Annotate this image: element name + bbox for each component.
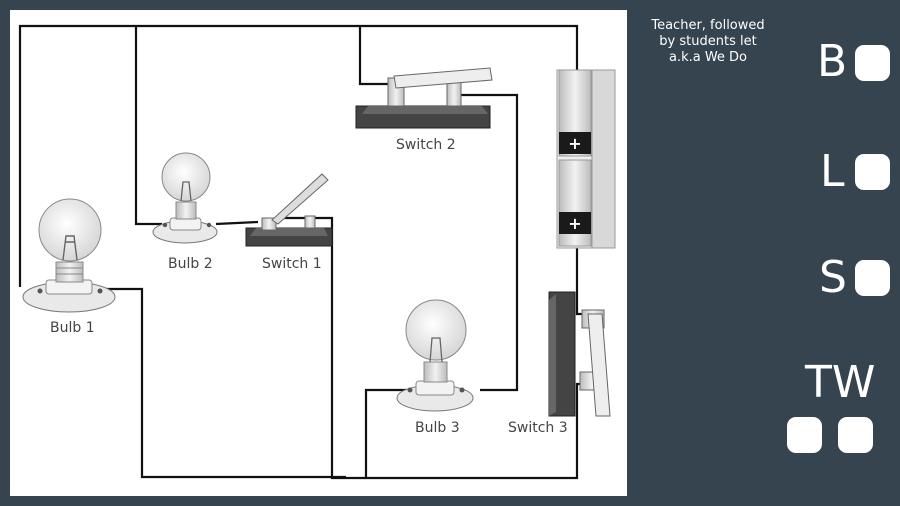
letter-b: B <box>817 36 848 87</box>
switch-3-label: Switch 3 <box>508 420 568 436</box>
note-line: Teacher, followed <box>651 18 765 33</box>
letter-s: S <box>819 252 847 303</box>
switch-1-label: Switch 1 <box>262 256 322 272</box>
checkbox-tw-1[interactable] <box>787 417 822 453</box>
bulb-1-label: Bulb 1 <box>50 320 95 336</box>
circuit-diagram: + + Bulb 1 Bulb 2 Switch 1 Switch 2 Bulb… <box>18 24 616 480</box>
battery-plus-symbol: + <box>568 134 581 153</box>
teacher-note: Teacher, followed by students let a.k.a … <box>640 18 776 66</box>
wire <box>364 382 588 480</box>
bulb-2 <box>152 152 218 244</box>
bulb-2-label: Bulb 2 <box>168 256 213 272</box>
wires <box>18 24 588 480</box>
battery-plus-symbol: + <box>568 214 581 233</box>
wire <box>575 240 588 316</box>
wire <box>134 26 162 226</box>
wire <box>452 93 519 392</box>
checkbox-b[interactable] <box>855 45 890 81</box>
bulb-3-label: Bulb 3 <box>415 420 460 436</box>
circuit-panel: + + Bulb 1 Bulb 2 Switch 1 Switch 2 Bulb… <box>10 10 627 496</box>
checkbox-l[interactable] <box>855 154 890 190</box>
wire <box>358 26 391 86</box>
wire <box>215 220 259 226</box>
note-line: a.k.a We Do <box>668 50 748 65</box>
switch-3 <box>548 291 611 417</box>
wire <box>18 24 579 287</box>
battery-pack: + + <box>556 69 616 249</box>
bulb-1 <box>22 198 116 313</box>
letter-tw: TW <box>805 357 876 408</box>
checkbox-tw-2[interactable] <box>838 417 873 453</box>
wire <box>106 287 346 479</box>
note-line: by students let <box>659 34 757 49</box>
switch-1 <box>245 173 333 247</box>
checkbox-s[interactable] <box>855 260 890 296</box>
bulb-3 <box>396 299 474 412</box>
switch-2 <box>355 67 493 129</box>
letter-l: L <box>820 146 845 197</box>
switch-2-label: Switch 2 <box>396 137 456 153</box>
